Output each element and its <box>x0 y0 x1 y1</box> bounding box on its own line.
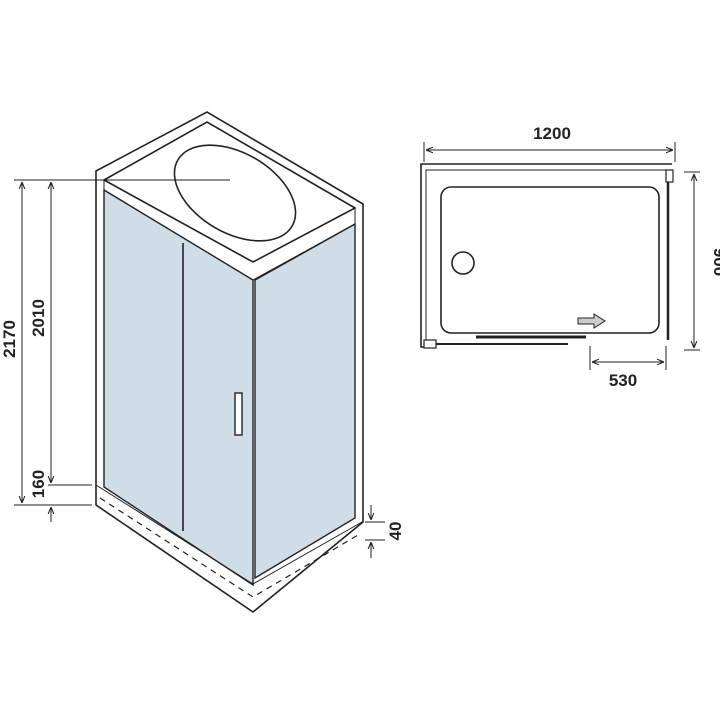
label-2010: 2010 <box>29 299 48 337</box>
label-160: 160 <box>29 470 48 498</box>
label-2170: 2170 <box>0 320 19 358</box>
drain-icon <box>451 251 475 275</box>
fixed-panel-corner <box>665 169 674 183</box>
base-dashed-line <box>99 497 359 598</box>
label-1200: 1200 <box>533 124 571 143</box>
cabin-outer-outline <box>95 111 364 613</box>
front-glass-panel <box>103 188 254 587</box>
plan-dimensions: 1200 900 530 <box>423 124 720 390</box>
label-530: 530 <box>609 371 637 390</box>
plan-view <box>420 163 674 349</box>
plan-wall-outline <box>420 163 672 348</box>
label-40: 40 <box>386 522 405 541</box>
shower-tray <box>440 186 660 334</box>
roof-dome <box>173 144 297 242</box>
isometric-cabin <box>95 111 364 613</box>
slide-direction-arrow-icon <box>577 313 606 329</box>
label-900: 900 <box>710 248 720 276</box>
side-glass-panel <box>254 222 356 580</box>
front-panel-corner <box>423 339 437 349</box>
door-handle <box>234 392 243 436</box>
base-top-edge <box>95 484 363 585</box>
iso-dimensions: 2170 2010 160 40 <box>0 179 405 558</box>
